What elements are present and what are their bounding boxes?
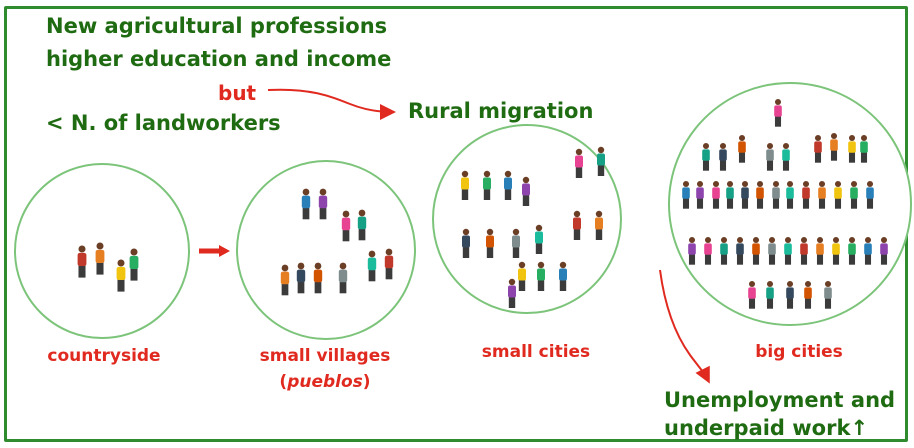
rural-migration-label: Rural migration	[408, 99, 594, 123]
person-figure	[834, 180, 842, 209]
person-figure	[573, 210, 581, 240]
person-figure	[814, 134, 822, 163]
person-figure	[766, 142, 774, 171]
person-figure	[741, 180, 749, 209]
person-figure	[850, 180, 858, 209]
person-figure	[802, 180, 810, 209]
person-figure	[682, 180, 690, 209]
outcome-line-2: underpaid work↑	[664, 416, 869, 440]
person-figure	[313, 262, 323, 294]
person-figure	[738, 134, 746, 163]
person-figure	[535, 224, 543, 254]
small-villages-circle	[236, 160, 416, 340]
pueblos-label: (pueblos)	[279, 372, 371, 392]
person-figure	[537, 261, 545, 291]
person-figure	[786, 180, 794, 209]
person-figure	[512, 228, 520, 258]
person-figure	[736, 236, 744, 265]
person-figure	[338, 262, 348, 294]
intro-line-1: New agricultural professions	[46, 14, 388, 38]
person-figure	[461, 170, 469, 200]
outcome-line-1: Unemployment and	[664, 388, 896, 412]
person-figure	[818, 180, 826, 209]
person-figure	[848, 236, 856, 265]
person-figure	[786, 280, 794, 309]
person-figure	[357, 209, 367, 241]
person-figure	[864, 236, 872, 265]
big-cities-label: big cities	[755, 342, 843, 362]
intro-line-2: higher education and income	[46, 47, 392, 71]
person-figure	[782, 142, 790, 171]
person-figure	[116, 259, 126, 292]
person-figure	[341, 210, 351, 242]
person-figure	[595, 210, 603, 240]
countryside-label: countryside	[47, 346, 161, 366]
person-figure	[800, 236, 808, 265]
person-figure	[696, 180, 704, 209]
person-figure	[384, 248, 394, 280]
person-figure	[712, 180, 720, 209]
person-figure	[824, 280, 832, 309]
person-figure	[522, 176, 530, 206]
person-figure	[848, 134, 856, 163]
person-figure	[860, 134, 868, 163]
person-figure	[704, 236, 712, 265]
person-figure	[768, 236, 776, 265]
cities-to-unemployment-arrow	[659, 269, 710, 384]
person-figure	[597, 146, 605, 176]
person-figure	[756, 180, 764, 209]
person-figure	[462, 228, 470, 258]
person-figure	[748, 280, 756, 309]
person-figure	[508, 278, 516, 308]
person-figure	[296, 262, 306, 294]
person-figure	[280, 264, 290, 296]
person-figure	[95, 242, 105, 275]
person-figure	[504, 170, 512, 200]
person-figure	[483, 170, 491, 200]
person-figure	[866, 180, 874, 209]
person-figure	[880, 236, 888, 265]
small-cities-circle	[432, 124, 622, 314]
person-figure	[559, 261, 567, 291]
intro-line-3: < N. of landworkers	[46, 111, 281, 135]
person-figure	[832, 236, 840, 265]
person-figure	[726, 180, 734, 209]
person-figure	[688, 236, 696, 265]
person-figure	[575, 148, 583, 178]
person-figure	[772, 180, 780, 209]
but-label: but	[218, 81, 257, 105]
person-figure	[318, 188, 328, 220]
person-figure	[518, 261, 526, 291]
person-figure	[804, 280, 812, 309]
person-figure	[301, 188, 311, 220]
person-figure	[129, 248, 139, 281]
person-figure	[367, 250, 377, 282]
person-figure	[702, 142, 710, 171]
person-figure	[77, 245, 87, 278]
person-figure	[784, 236, 792, 265]
person-figure	[752, 236, 760, 265]
person-figure	[720, 236, 728, 265]
but-to-migration-arrow	[267, 88, 396, 120]
small-cities-label: small cities	[481, 342, 591, 362]
person-figure	[830, 132, 838, 161]
person-figure	[774, 98, 782, 127]
small-villages-label: small villages	[259, 346, 391, 366]
person-figure	[766, 280, 774, 309]
person-figure	[816, 236, 824, 265]
up-arrow-icon: ↑	[850, 416, 869, 440]
person-figure	[486, 228, 494, 258]
person-figure	[719, 142, 727, 171]
